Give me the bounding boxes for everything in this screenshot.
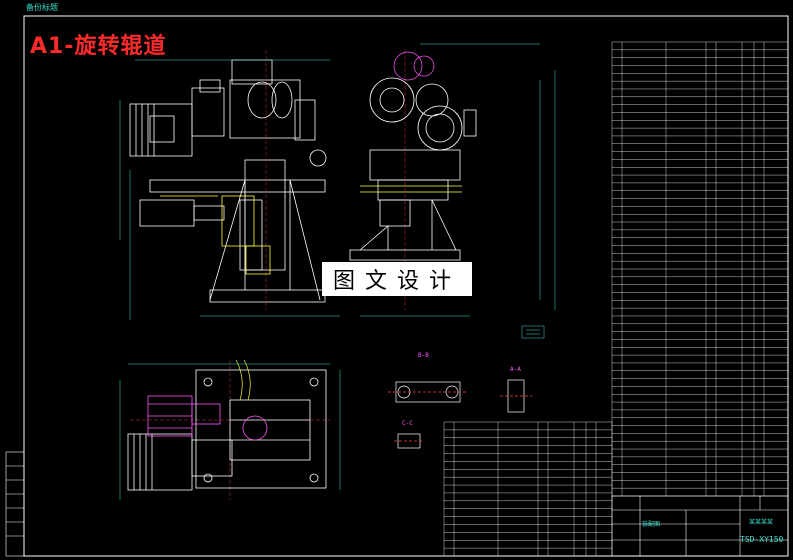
section-label-aa: A-A bbox=[510, 366, 521, 373]
watermark-label: 图文设计 bbox=[322, 262, 472, 296]
left-revision-strip bbox=[5, 451, 25, 557]
section-label-bb: B-B bbox=[418, 352, 429, 359]
title-block-company: 某某某某 bbox=[749, 519, 774, 526]
section-label-cc: C-C bbox=[402, 420, 413, 427]
parts-list-table-right bbox=[611, 41, 789, 497]
side-view bbox=[349, 77, 477, 261]
title-block-scale: 装配图 bbox=[642, 521, 661, 528]
top-view-highlight bbox=[147, 395, 268, 441]
front-view-dimensions bbox=[119, 59, 340, 320]
front-view bbox=[129, 59, 327, 303]
top-view bbox=[127, 369, 327, 491]
section-bb-detail bbox=[388, 381, 468, 403]
parts-list-table-bottom bbox=[443, 421, 613, 557]
drawing-title: A1-旋转辊道 bbox=[30, 34, 167, 59]
top-view-accents bbox=[235, 359, 251, 401]
front-view-accents bbox=[160, 195, 271, 275]
side-view-dimensions bbox=[360, 43, 556, 317]
top-view-dimensions bbox=[119, 363, 341, 500]
top-left-label: 备份标题 bbox=[26, 3, 58, 12]
section-cc-detail bbox=[394, 433, 424, 449]
section-aa-detail bbox=[500, 379, 532, 413]
title-block bbox=[611, 495, 789, 557]
side-view-accents bbox=[360, 185, 462, 193]
drawing-number: TSD-XY150 bbox=[740, 535, 784, 544]
note-block bbox=[521, 325, 545, 339]
side-view-highlight bbox=[393, 51, 435, 81]
